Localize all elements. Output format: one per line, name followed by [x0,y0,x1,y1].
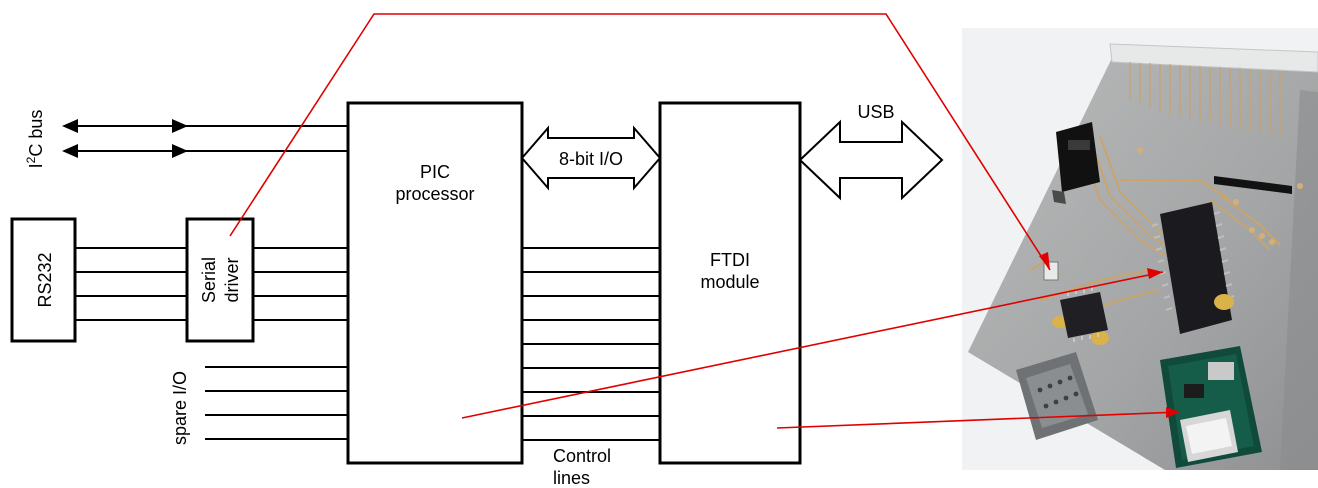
control-lines-label-line1: Control [553,446,611,466]
i2c-bus-label: I2C bus [24,110,46,169]
serial-driver-pointer-head [1039,252,1050,270]
jack-socket [1052,122,1100,204]
usb-arrow [798,119,944,201]
rs232-label: RS232 [35,252,55,307]
ftdi-module-block [658,101,802,465]
usb-label: USB [857,102,894,122]
ftdi-pointer [776,411,1181,429]
pic-label-line2: processor [395,184,474,204]
serial-driver-block [185,217,255,343]
eight-bit-io-arrow [520,125,662,191]
serial-driver-label-line1: Serial [199,257,219,303]
control-lines [522,247,660,441]
board-photo [962,28,1318,470]
control-lines-label-line2: lines [553,468,590,488]
i2c-bus-lines [62,119,348,158]
pic-pointer-head [1147,268,1163,279]
spare-io-lines [205,366,348,440]
pic-processor-block [346,101,524,465]
serial-lines [75,247,348,321]
ftdi-module [1160,346,1262,468]
ftdi-label-line1: FTDI [710,250,750,270]
annotation-lines [229,13,1181,429]
serial-chip [1060,287,1108,342]
spare-io-label: spare I/O [170,371,190,445]
pic-chip [1151,202,1235,334]
serial-driver-pointer [229,13,1051,271]
ftdi-label-line2: module [700,272,759,292]
edge-connector [1109,43,1318,73]
serial-driver-label-line2: driver [222,257,242,302]
pic-label-line1: PIC [420,162,450,182]
rs232-block [10,217,77,343]
eight-bit-io-label: 8-bit I/O [559,149,623,169]
ftdi-pointer-head [1166,407,1180,418]
pic-pointer [461,271,1164,419]
